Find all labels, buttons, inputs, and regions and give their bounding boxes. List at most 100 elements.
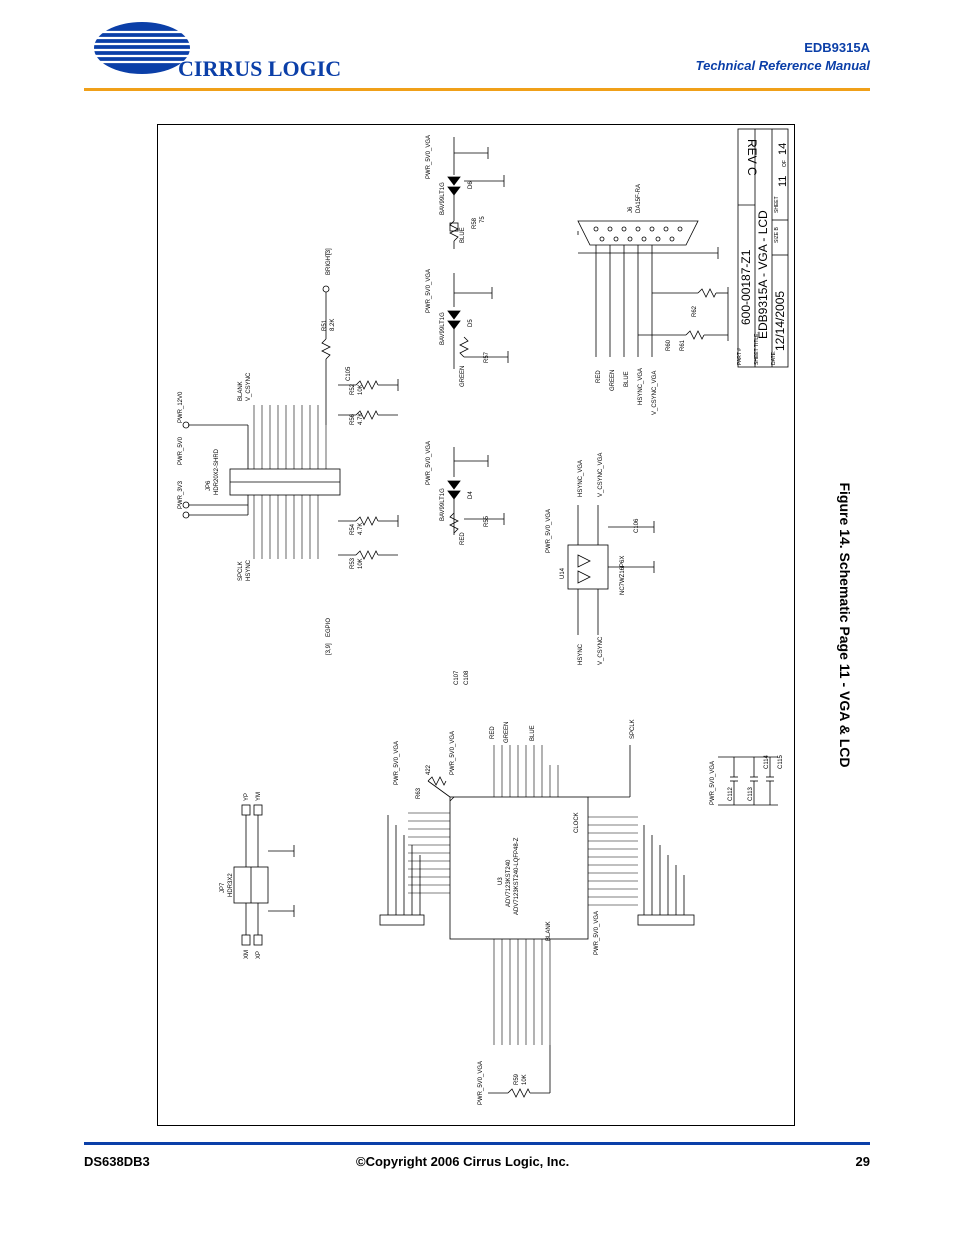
bright-net-label: BRIGHT [326, 252, 332, 275]
rev-text: REV C [745, 139, 759, 176]
date-text: 12/14/2005 [773, 291, 787, 351]
bright-ref: [3] [326, 248, 332, 255]
spclk-net-label: SPCLK [238, 561, 244, 581]
header-rule [84, 88, 870, 91]
j6-label: J6 [628, 206, 634, 213]
u14-part-label: NC7WZ16P6X [620, 556, 626, 595]
blank-net-label: BLANK [238, 381, 244, 401]
r59-value: 10K [522, 1074, 528, 1085]
c105-label: C105 [346, 366, 352, 381]
u14-buffer [567, 505, 655, 635]
r60-label: R60 [666, 339, 672, 351]
sheet-label: SHEET [774, 196, 780, 213]
j6-red-label: RED [596, 370, 602, 383]
u3-blank-pin: BLANK [546, 921, 552, 941]
r52-value: 10K [358, 384, 364, 395]
of-label: OF [782, 160, 788, 167]
d5-label: D5 [468, 319, 474, 327]
r51-label: R51 [322, 319, 328, 331]
diode-d4-circuit [447, 447, 505, 535]
bypass-capacitors [718, 756, 778, 806]
c115-label: C115 [778, 754, 784, 769]
logo-swoosh-icon [84, 22, 198, 74]
u3-blue-net: BLUE [530, 725, 536, 741]
diode-d6-circuit [447, 137, 505, 249]
sheet-total-text: 14 [777, 143, 789, 155]
pwr-3v3-label: PWR_3V3 [178, 480, 184, 509]
j6-resistors [638, 287, 729, 341]
page-number: 29 [855, 1154, 870, 1169]
date-label: DATE: [771, 351, 777, 365]
r54-label: R54 [350, 523, 356, 535]
j6-part-label: DA15F-RA [636, 184, 642, 213]
r56-value: 4.7K [358, 413, 364, 425]
pwr-12v0-label: PWR_12V0 [178, 391, 184, 423]
u3-part-label-2: ADV7123KST240-LQFP48-Z [514, 837, 520, 915]
u3-dac-chip [408, 745, 638, 1045]
r57-label: R57 [484, 351, 490, 363]
jp7-part-label: HDR3X2 [228, 873, 234, 897]
c108-label: C108 [464, 670, 470, 685]
r52-label: R52 [350, 383, 356, 395]
cap-pwr-label: PWR_5V0_VGA [710, 761, 716, 805]
u14-vsync-in: V_CSYNC [598, 636, 604, 665]
u14-pwr: PWR_5V0_VGA [546, 509, 552, 553]
jp6-label: JP6 [206, 480, 212, 491]
r56-label: R56 [350, 413, 356, 425]
pwr-label-d4: PWR_5V0_VGA [426, 441, 432, 485]
r55-label: R55 [484, 515, 490, 527]
r58-value: 75 [480, 216, 486, 223]
schematic-drawing: REV C PART # 600-00187-Z1 SHEET TITLE: E… [178, 128, 789, 1105]
u3-clock-pin: CLOCK [574, 812, 580, 833]
c113-label: C113 [748, 786, 754, 801]
r59-label: R59 [514, 1073, 520, 1085]
vsync-net-label: V_CSYNC [246, 372, 252, 401]
size-label: SIZE B [774, 226, 780, 243]
u14-hsync-in: HSYNC [578, 643, 584, 665]
u3-part-label: ADV7123KST240 [506, 859, 512, 907]
schematic-figure: REV C PART # 600-00187-Z1 SHEET TITLE: E… [157, 124, 795, 1126]
r61-label: R61 [680, 339, 686, 351]
bav99-label-d6: BAV99LT1G [440, 182, 446, 215]
u3-label: U3 [498, 877, 504, 885]
c114-label: C114 [764, 754, 770, 769]
part-label: PART # [737, 348, 743, 365]
sheet-number-text: 11 [777, 176, 789, 187]
u3-pwr-bottom: PWR_5V0_VGA [594, 911, 600, 955]
pwr-5v0-label: PWR_5V0 [178, 436, 184, 465]
u3-pwr-left: PWR_5V0_VGA [394, 741, 400, 785]
jp6-part-label: HDR20X2-SHRD [214, 448, 220, 495]
u14-hsync-vga: HSYNC_VGA [578, 460, 584, 497]
r54-value: 4.7K [358, 523, 364, 535]
xp-label: XP [256, 951, 262, 959]
jp7-header [233, 804, 295, 946]
jp6-header [182, 285, 341, 559]
r53-label: R53 [350, 557, 356, 569]
j6-vsync-label: V_CSYNC_VGA [652, 371, 658, 415]
yp-label: YP [244, 793, 250, 801]
pwr-label-d6: PWR_5V0_VGA [426, 135, 432, 179]
figure-caption-wrap: Figure 14. Schematic Page 11 - VGA & LCD [833, 460, 857, 790]
egpio-ref: [3,9] [326, 643, 332, 655]
u14-label: U14 [560, 567, 566, 579]
blue-net-label: BLUE [460, 227, 466, 243]
c106-label: C106 [634, 518, 640, 533]
u14-vsync-vga: V_CSYNC_VGA [598, 453, 604, 497]
u3-left-bus [379, 815, 695, 926]
header-title-block: EDB9315A Technical Reference Manual [696, 40, 870, 73]
copyright: ©Copyright 2006 Cirrus Logic, Inc. [356, 1154, 570, 1169]
r62-label: R62 [692, 305, 698, 317]
j6-blue-label: BLUE [624, 371, 630, 387]
j6-green-label: GREEN [610, 370, 616, 391]
sheet-title-text: EDB9315A - VGA - LCD [756, 210, 770, 339]
r63-label: R63 [416, 787, 422, 799]
bav99-label-d4: BAV99LT1G [440, 488, 446, 521]
xm-label: XM [244, 950, 250, 959]
diode-d5-circuit [447, 273, 509, 369]
r58-label: R58 [472, 217, 478, 229]
d6-label: D6 [468, 181, 474, 189]
j6-hsync-label: HSYNC_VGA [638, 368, 644, 405]
product-model: EDB9315A [804, 40, 870, 55]
j6-connector [577, 220, 719, 357]
title-block [737, 128, 789, 368]
